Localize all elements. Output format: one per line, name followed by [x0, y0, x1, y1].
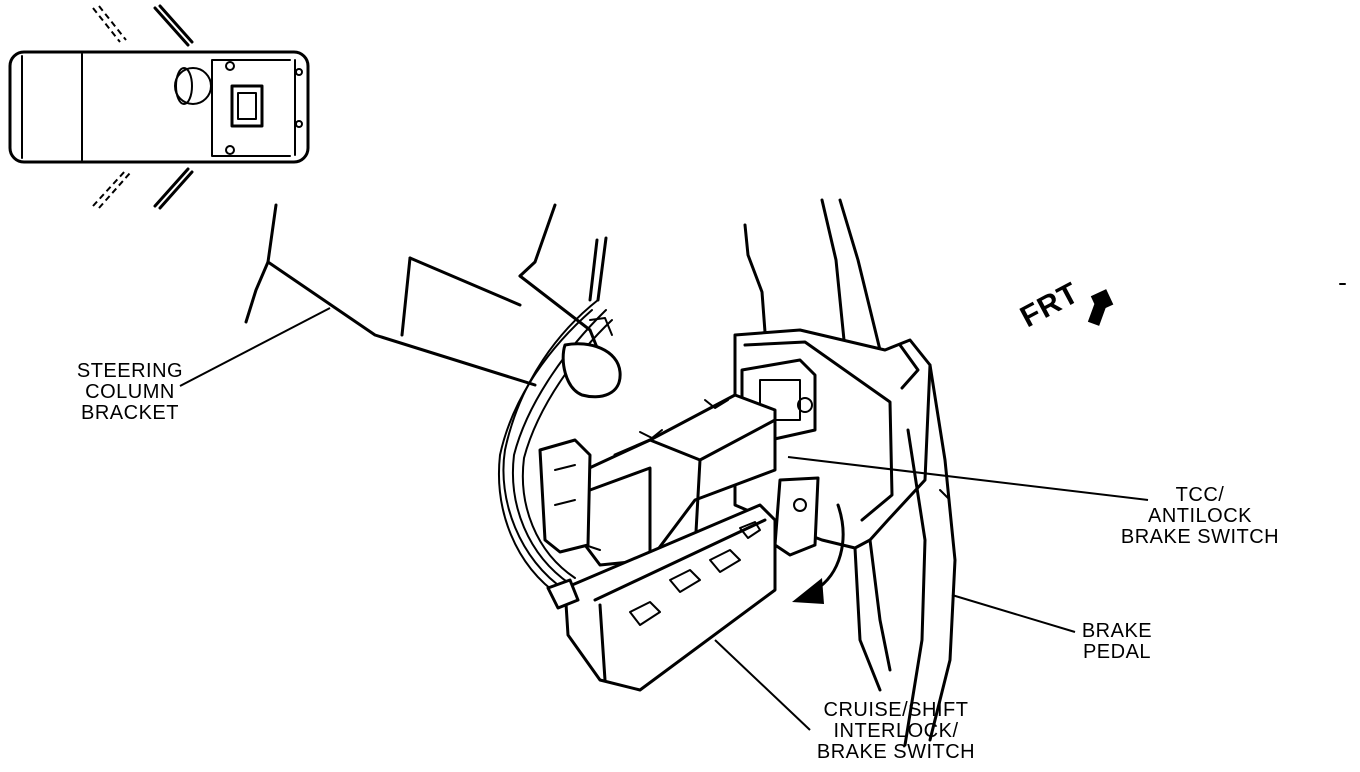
steering-column-bracket [244, 203, 608, 387]
label-steering-column-bracket: STEERING COLUMN BRACKET [68, 361, 192, 424]
wiring-harness [498, 299, 622, 597]
label-line: BRACKET [81, 402, 179, 424]
label-line: CRUISE/SHIFT [823, 699, 969, 721]
leader-lines [179, 307, 1149, 731]
label-line: INTERLOCK/ [833, 720, 959, 742]
label-cruise-shift-interlock-brake-switch: CRUISE/SHIFT INTERLOCK/ BRAKE SWITCH [806, 700, 986, 763]
label-line: BRAKE [1081, 620, 1153, 642]
label-line: PEDAL [1082, 641, 1152, 663]
vehicle-location-inset [8, 4, 310, 210]
curved-arrow-icon [792, 503, 845, 604]
switch-connectors [538, 393, 777, 692]
frt-arrow-icon [1087, 289, 1114, 326]
label-line: STEERING [76, 360, 184, 382]
label-brake-pedal: BRAKE PEDAL [1072, 621, 1162, 663]
label-line: ANTILOCK [1147, 505, 1253, 527]
label-tcc-antilock-brake-switch: TCC/ ANTILOCK BRAKE SWITCH [1110, 485, 1290, 548]
label-line: COLUMN [85, 381, 175, 403]
label-line: TCC/ [1175, 484, 1225, 506]
label-line: BRAKE SWITCH [816, 741, 976, 763]
label-line: BRAKE SWITCH [1120, 526, 1280, 548]
